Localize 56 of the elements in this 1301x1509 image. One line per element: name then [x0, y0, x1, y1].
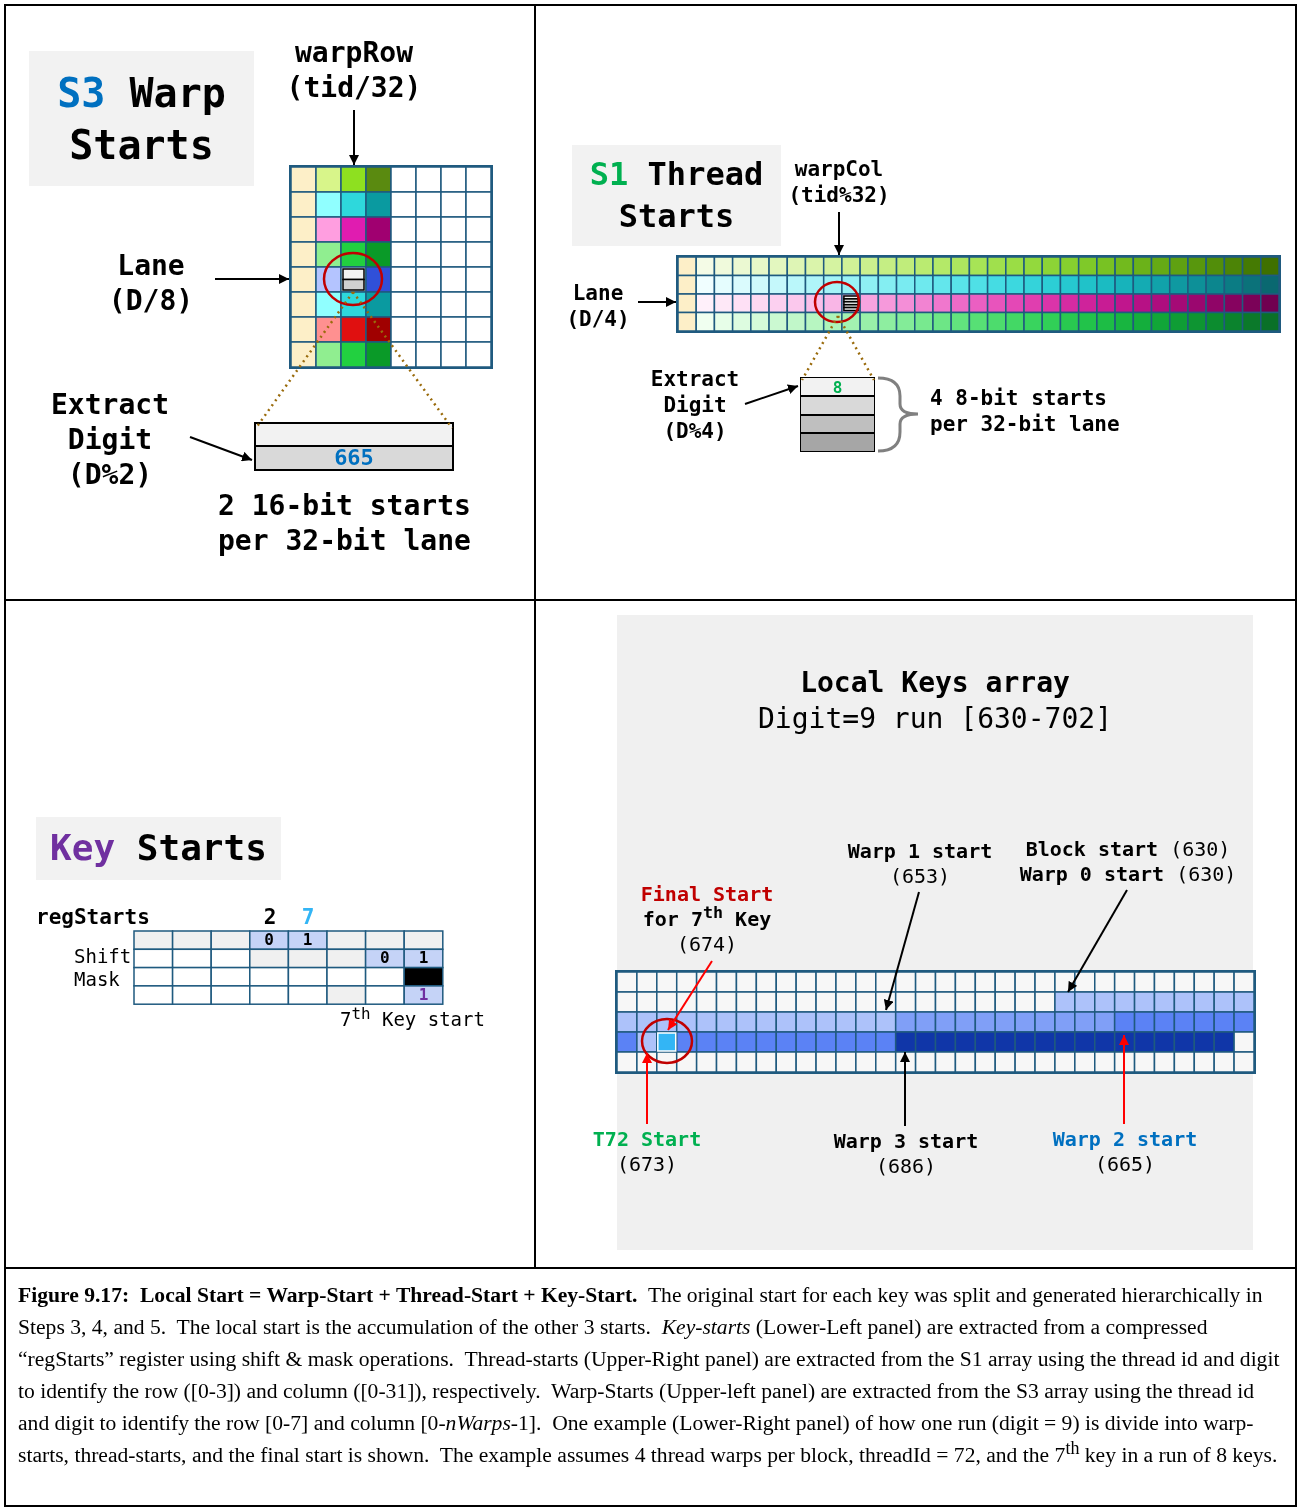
- operation-label: Extract Digit (D%2): [50, 386, 170, 492]
- run-subtitle: Digit=9 run [630-702]: [757, 701, 1113, 737]
- cell-value: 0: [379, 949, 391, 968]
- index-label: Lane (D/4): [565, 279, 631, 333]
- panel-title: S3 Warp Starts: [56, 68, 227, 170]
- arrow: [637, 297, 677, 307]
- arrow: [900, 1051, 910, 1127]
- annotation-text: (674): [676, 931, 738, 957]
- annotation-text: T72 Start: [592, 1127, 702, 1152]
- arrow: [642, 1052, 652, 1125]
- panel-title: Key Starts: [50, 826, 267, 871]
- row-label: Shift: [74, 945, 133, 969]
- arrow: [349, 109, 359, 166]
- s1-array-grid: [678, 257, 1279, 331]
- annotation-text: (665): [1094, 1152, 1156, 1177]
- figure-caption: Figure 9.17: Local Start = Warp-Start + Thread-Start + Key-Start. The original start for each key was split and generated hierarchically in Steps 3, 4, and 5. The local start is the accumulation of the other 3 starts. Key-starts (Lower-Left panel) are extracted from a compressed “regStarts” register using shift & mask operations. Thread-starts (Upper-Right panel) are extracted from the S1 array using the thread id and digit to identify the row ([0-3]) and column ([0-31]), respectively. Warp-Starts (Upper-left panel) are extracted from the S3 array using the thread id and digit to identify the row [0-7] and column [0-nWarps-1]. One example (Lower-Right panel) of how one run (digit = 9) is divide into warp-starts, thread-starts, and the final start is shown. The example assumes 4 thread warps per block, threadId = 72, and the 7$^{th}$ key in a run of 8 keys.: [18, 1282, 1281, 1469]
- annotation-text: Block start (630): [1025, 837, 1231, 862]
- cell-value: 1: [417, 985, 430, 1005]
- annotation-text: for 7$^{th}$ Key: [642, 906, 772, 932]
- bit-label: 2: [262, 904, 278, 931]
- cell-value: 0: [263, 931, 275, 950]
- annotation-text: 4 8-bit starts per 32-bit lane: [930, 385, 1121, 438]
- annotation-text: Warp 2 start: [1052, 1127, 1198, 1152]
- annotation-text: Warp 0 start (630): [1019, 862, 1237, 887]
- cell-value: 1: [417, 949, 430, 968]
- annotation-text: (673): [616, 1152, 678, 1177]
- bit-label: 7: [300, 904, 316, 931]
- cell-value: 1: [301, 931, 314, 950]
- index-label: warpRow (tid/32): [285, 35, 423, 105]
- array-title: Local Keys array: [799, 665, 1071, 701]
- operation-label: Extract Digit (D%4): [649, 365, 741, 445]
- arrow: [214, 274, 290, 284]
- index-label: Lane (D/8): [107, 248, 195, 318]
- arrow: [883, 891, 920, 1011]
- s3-array-grid: [291, 167, 491, 367]
- arrow: [1067, 889, 1128, 993]
- row-label: Mask: [74, 968, 121, 992]
- annotation-text: (686): [875, 1154, 937, 1179]
- annotation-text: Warp 3 start: [833, 1129, 979, 1154]
- key-array-grid: [617, 972, 1254, 1072]
- register-stack: [800, 377, 875, 452]
- annotation-text: 7$^{th}$ Key start: [340, 1008, 486, 1032]
- panel-title: S1 Thread Starts: [588, 153, 765, 237]
- arrow: [1119, 1034, 1129, 1125]
- arrow: [189, 436, 253, 462]
- start-value: 8: [832, 378, 843, 397]
- annotation-text: 2 16-bit starts per 32-bit lane: [218, 488, 472, 558]
- annotation-text: Final Start: [640, 881, 774, 906]
- start-value: 665: [334, 445, 374, 470]
- arrow: [834, 211, 844, 256]
- annotation-text: (653): [889, 864, 951, 889]
- index-label: warpCol (tid%32): [787, 155, 891, 209]
- annotation-text: Warp 1 start: [847, 839, 993, 864]
- arrow: [744, 384, 799, 405]
- register-bar: [254, 422, 454, 471]
- register-label: regStarts: [36, 904, 151, 931]
